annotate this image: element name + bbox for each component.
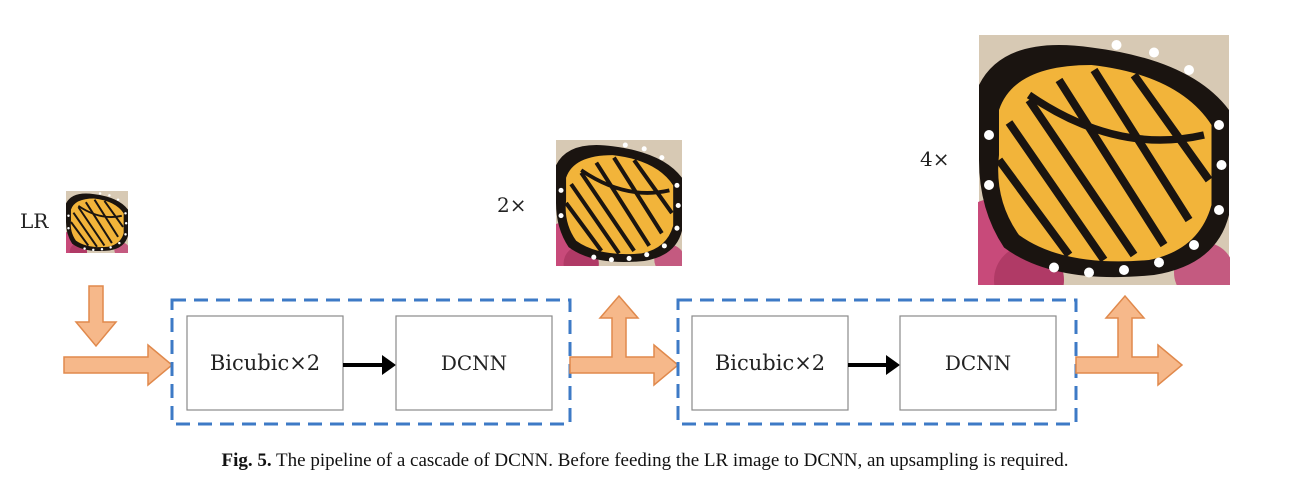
stage-2-dcnn-label: DCNN [945, 351, 1011, 375]
stage-1-dashed-box [170, 298, 572, 426]
pipeline-diagram: LR 2× 4× Bicubic×2 DCNN Bicubic×2 DCNN [20, 0, 1290, 426]
stage-2-output-arrow [1075, 294, 1184, 387]
stage-2-bicubic-label: Bicubic×2 [715, 351, 825, 375]
stage-1-bicubic-box [186, 315, 344, 411]
stage-1-dcnn-label: DCNN [441, 351, 507, 375]
input-down-arrow [74, 285, 118, 348]
figure-caption: Fig. 5. The pipeline of a cascade of DCN… [0, 450, 1290, 472]
stage-1-internal-arrow [343, 355, 396, 375]
stage-1-output-arrow [569, 294, 680, 387]
figure-label: Fig. 5. [221, 450, 272, 471]
upscaled-4x-image [949, 35, 1234, 315]
lr-image [66, 191, 128, 253]
stage-2-internal-arrow [848, 355, 900, 375]
scale-4x-label: 4× [920, 147, 949, 171]
scale-2x-label: 2× [497, 193, 526, 217]
stage-2-dashed-box [676, 298, 1078, 426]
stage-1-dcnn-box [395, 315, 553, 411]
input-right-arrow [63, 343, 174, 387]
lr-label: LR [20, 209, 49, 233]
stage-1-bicubic-label: Bicubic×2 [210, 351, 320, 375]
upscaled-2x-image [541, 140, 685, 281]
stage-2-dcnn-box [899, 315, 1057, 411]
caption-text: The pipeline of a cascade of DCNN. Befor… [276, 450, 1069, 471]
